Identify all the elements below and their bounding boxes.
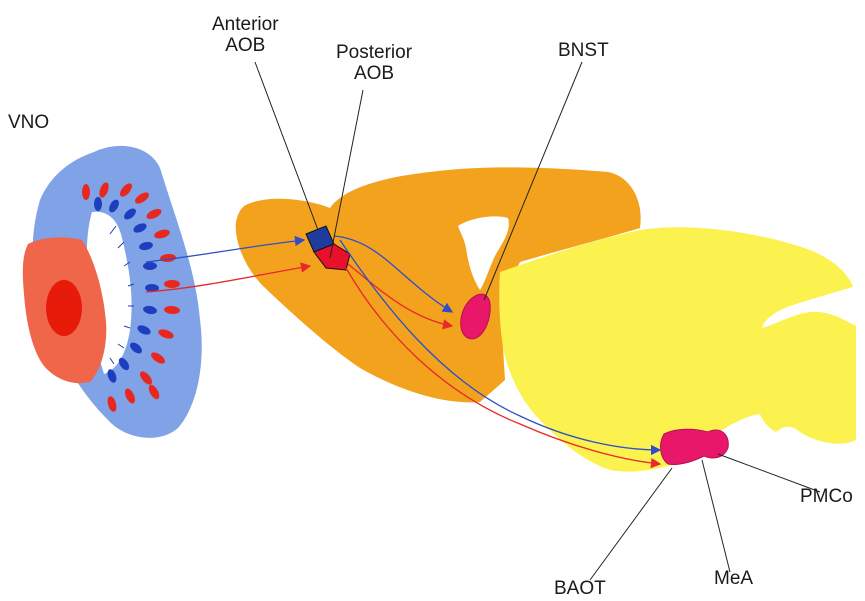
amygdala-nuclei: [661, 429, 729, 464]
baot-label: BAOT: [554, 578, 606, 599]
pmco-label: PMCo: [800, 486, 853, 507]
vno-label: VNO: [8, 112, 49, 133]
posterior-aob-label: Posterior AOB: [336, 42, 412, 84]
vno-core: [46, 280, 82, 336]
bnst-label: BNST: [558, 40, 609, 61]
anterior-aob-label: Anterior AOB: [212, 14, 279, 56]
mea-label: MeA: [714, 568, 753, 589]
